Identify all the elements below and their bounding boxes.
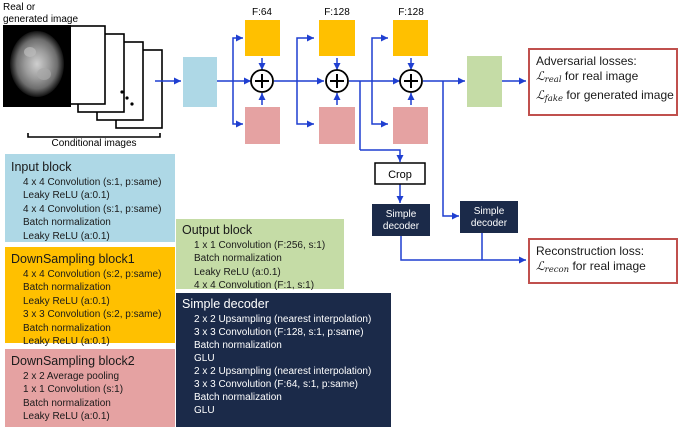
panel-item: 4 x 4 Convolution (s:2, p:same) — [23, 269, 162, 280]
output-block-panel: Output block 1 x 1 Convolution (F:256, s… — [176, 219, 344, 292]
panel-item: 4 x 4 Convolution (F:1, s:1) — [194, 280, 315, 292]
input-label-line-2: generated image — [3, 14, 78, 25]
adversarial-loss-real: ℒreal for real image — [536, 69, 670, 88]
reconstruction-loss-line: ℒrecon for real image — [536, 259, 670, 278]
input-block-rect — [183, 57, 217, 107]
panel-item: Batch normalization — [23, 282, 111, 294]
panel-item: Leaky ReLU (a:0.1) — [23, 230, 110, 242]
panel-title: Input block — [11, 160, 72, 174]
panel-item: 2 x 2 Average pooling — [23, 371, 120, 382]
downsampling2-block-2 — [319, 107, 355, 144]
decoder-label-2-line-2: decoder — [471, 218, 508, 229]
panel-title: Simple decoder — [182, 297, 269, 311]
loss-subscript-fake: fake — [544, 94, 564, 104]
simple-decoder-box-1 — [372, 204, 430, 236]
panel-item: GLU — [194, 353, 215, 364]
panel-title: Output block — [182, 223, 253, 237]
loss-symbol: ℒ — [536, 69, 545, 83]
panel-item: Batch normalization — [23, 322, 111, 334]
downsampling2-block-1 — [245, 107, 280, 144]
sum-node-2 — [325, 69, 349, 93]
panel-item: Batch normalization — [23, 217, 111, 229]
panel-item: 3 x 3 Convolution (F:128, s:1, p:same) — [194, 327, 364, 338]
loss-subscript-real: real — [544, 75, 562, 85]
panel-item: 1 x 1 Convolution (F:256, s:1) — [194, 240, 326, 251]
downsampling1-block-1 — [245, 20, 280, 56]
loss-symbol: ℒ — [536, 88, 545, 102]
adversarial-loss-box: Adversarial losses: ℒreal for real image… — [528, 48, 678, 116]
panel-item: 3 x 3 Convolution (s:2, p:same) — [23, 309, 162, 321]
sum-node-1 — [250, 69, 274, 93]
flow-arrows — [155, 34, 526, 264]
panel-item: Leaky ReLU (a:0.1) — [23, 411, 110, 423]
decoder-label-2-line: Simple — [474, 206, 505, 217]
decoder-label-1-line-2: decoder — [383, 221, 420, 232]
loss-fake-text: for generated image — [566, 88, 674, 102]
panel-item: Batch normalization — [23, 397, 111, 409]
reconstruction-loss-title: Reconstruction loss: — [536, 244, 645, 258]
decoder-label-1-line: Simple — [386, 209, 417, 220]
simple-decoder-panel: Simple decoder 2 x 2 Upsampling (nearest… — [176, 293, 391, 427]
panel-item: Batch normalization — [194, 392, 282, 403]
input-label-line-1: Real or — [3, 2, 36, 13]
reconstruction-text: for real image — [572, 259, 646, 273]
downsampling1-block-2 — [319, 20, 355, 56]
sum-node-3 — [399, 69, 423, 93]
panel-item: 2 x 2 Upsampling (nearest interpolation) — [194, 314, 372, 325]
input-image-label: Real or generated image — [3, 2, 78, 25]
output-block-rect — [467, 56, 502, 107]
panel-item: 2 x 2 Upsampling (nearest interpolation) — [194, 366, 372, 377]
panel-title: DownSampling block1 — [11, 252, 135, 266]
panel-item: Leaky ReLU (a:0.1) — [23, 336, 110, 348]
panel-item: Batch normalization — [194, 340, 282, 351]
filter-label-3: F:128 — [398, 7, 424, 18]
downsampling1-block-3 — [393, 20, 428, 56]
panel-item: Leaky ReLU (a:0.1) — [23, 295, 110, 307]
crop-label: Crop — [388, 169, 412, 181]
loss-symbol: ℒ — [536, 259, 545, 273]
panel-item: 4 x 4 Convolution (s:1, p:same) — [23, 203, 162, 215]
simple-decoder-box-2 — [460, 201, 518, 233]
input-block-panel: Input block 4 x 4 Convolution (s:1, p:sa… — [5, 154, 175, 242]
conditional-images-label: Conditional images — [51, 138, 136, 149]
filter-label-2: F:128 — [324, 7, 350, 18]
downsampling-block1-panel: DownSampling block1 4 x 4 Convolution (s… — [5, 247, 175, 347]
panel-item: 1 x 1 Convolution (s:1) — [23, 384, 124, 396]
panel-item: Batch normalization — [194, 253, 282, 265]
reconstruction-loss-box: Reconstruction loss: ℒrecon for real ima… — [528, 238, 678, 284]
loss-subscript-recon: recon — [544, 265, 570, 275]
adversarial-loss-fake: ℒfake for generated image — [536, 88, 674, 107]
filter-label-1: F:64 — [252, 7, 272, 18]
loss-real-text: for real image — [564, 69, 639, 83]
input-image — [3, 25, 71, 107]
panel-item: GLU — [194, 405, 215, 416]
panel-item: Leaky ReLU (a:0.1) — [23, 190, 110, 202]
panel-item: Leaky ReLU (a:0.1) — [194, 266, 281, 278]
conditional-bracket — [27, 133, 161, 138]
panel-item: 3 x 3 Convolution (F:64, s:1, p:same) — [194, 379, 358, 390]
downsampling2-block-3 — [393, 107, 428, 144]
panel-title: DownSampling block2 — [11, 354, 135, 368]
downsampling-block2-panel: DownSampling block2 2 x 2 Average poolin… — [5, 349, 175, 427]
panel-item: 4 x 4 Convolution (s:1, p:same) — [23, 177, 162, 188]
crop-box — [374, 162, 426, 185]
conditional-image-stack — [58, 25, 163, 129]
adversarial-loss-title: Adversarial losses: — [536, 54, 637, 68]
